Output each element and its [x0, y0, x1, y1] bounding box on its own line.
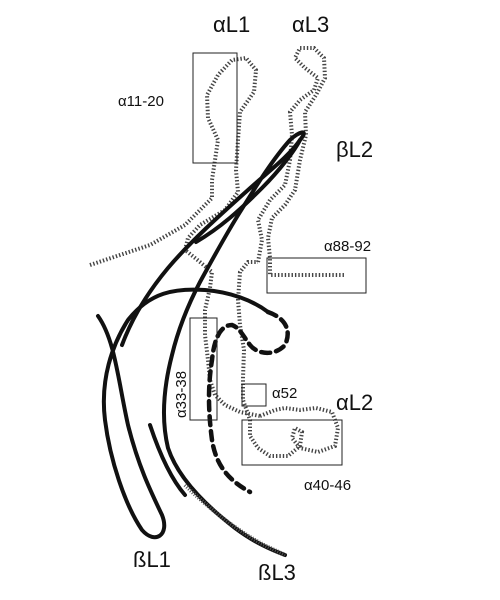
alpha-chain-path-right	[255, 46, 345, 277]
alpha-40-46-box	[241, 419, 343, 466]
alpha-52-label: α52	[272, 385, 297, 402]
beta-chain-dashed-trace	[206, 309, 290, 495]
alpha-11-20-label: α11-20	[118, 93, 164, 110]
beta-l3-label: ßL3	[258, 560, 296, 585]
beta-chain-trace	[96, 130, 306, 557]
beta-l2-label: βL2	[336, 137, 373, 162]
beta-chain-hatched-segment	[183, 483, 286, 557]
alpha-33-38-box	[189, 317, 218, 421]
alpha-l1-label: αL1	[213, 12, 250, 37]
beta-chain-path-strand	[120, 130, 306, 557]
alpha-chain-path-lower	[235, 260, 341, 458]
alpha-33-38-label: α33-38	[173, 371, 190, 418]
alpha-l3-label: αL3	[292, 12, 329, 37]
alpha-chain-path-upper	[89, 55, 261, 418]
alpha-88-92-box	[266, 257, 367, 294]
beta-l1-label: ßL1	[133, 547, 171, 572]
alpha-11-20-box	[192, 52, 238, 164]
alpha-l2-label: αL2	[336, 390, 373, 415]
beta-chain-dashed-upper	[206, 309, 290, 495]
beta-chain-path-main	[96, 287, 270, 540]
alpha-88-92-label: α88-92	[324, 238, 371, 255]
alpha-40-46-label: α40-46	[304, 477, 351, 494]
alpha-52-box	[241, 383, 267, 407]
beta-chain-path-lower	[148, 423, 187, 497]
beta-chain-path-inner	[194, 138, 302, 244]
